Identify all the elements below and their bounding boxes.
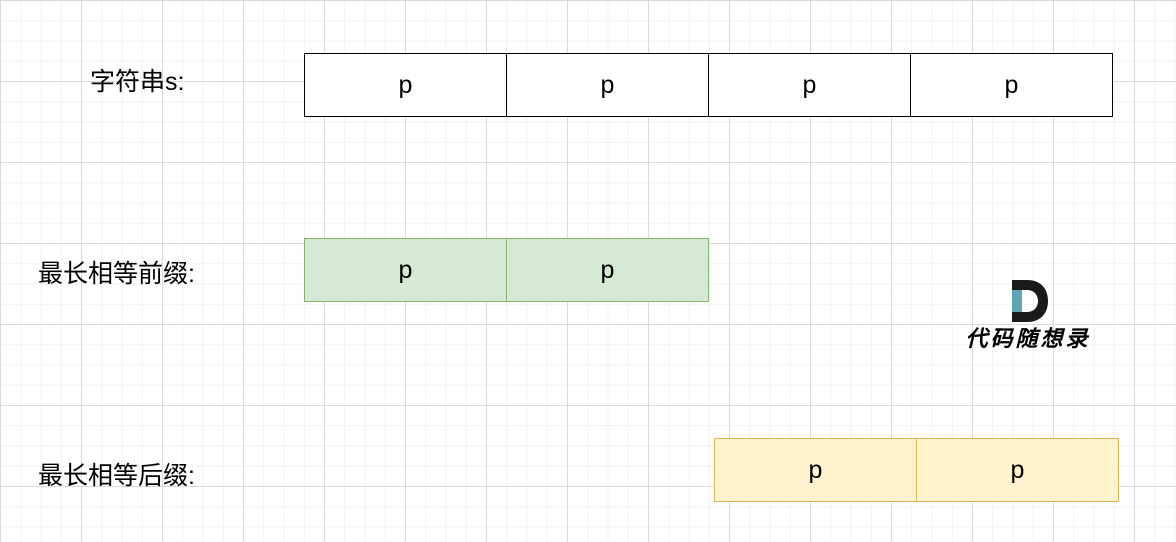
string-cell: p: [910, 53, 1113, 117]
prefix-cells: p p: [304, 238, 709, 302]
string-cell: p: [304, 53, 507, 117]
logo-text: 代码随想录: [965, 326, 1091, 352]
string-cell: p: [506, 53, 709, 117]
prefix-label: 最长相等前缀:: [38, 260, 195, 288]
string-cell: p: [708, 53, 911, 117]
suffix-cells: p p: [714, 438, 1119, 502]
suffix-cell: p: [916, 438, 1119, 502]
watermark-logo: 代码随想录: [958, 278, 1098, 358]
prefix-cell: p: [506, 238, 709, 302]
string-cells: p p p p: [304, 53, 1113, 117]
prefix-cell: p: [304, 238, 507, 302]
letter-d-logo-icon: [1012, 280, 1048, 322]
suffix-label: 最长相等后缀:: [38, 462, 195, 490]
string-label: 字符串s:: [90, 68, 185, 96]
suffix-cell: p: [714, 438, 917, 502]
